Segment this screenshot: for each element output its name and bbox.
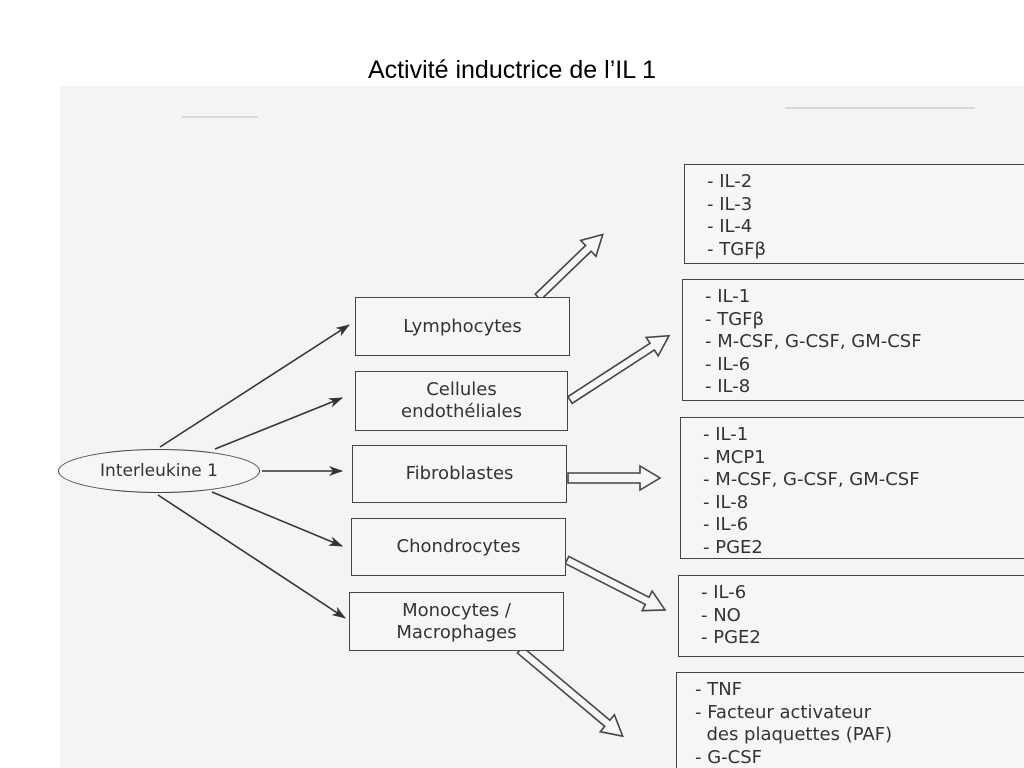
cell-box-chondrocytes: Chondrocytes	[351, 518, 566, 576]
product-item: - IL-6	[705, 353, 751, 375]
product-item: - M-CSF, G-CSF, GM-CSF	[703, 469, 920, 490]
arrow-to-monocytes	[157, 494, 346, 619]
cell-label-line: endothéliales	[401, 401, 522, 422]
cell-box-monocytes: Monocytes / Macrophages	[349, 592, 564, 651]
product-list-chondrocytes: - IL-6 - NO - PGE2	[678, 575, 1024, 657]
hollow-arrow-monocytes	[516, 645, 624, 738]
slide-title: Activité inductrice de l’IL 1	[367, 56, 657, 84]
cell-box-fibroblasts: Fibroblastes	[352, 445, 567, 503]
product-item: - PGE2	[701, 627, 761, 648]
product-item: - Facteur activateur	[695, 701, 872, 723]
hollow-arrow-chondrocytes	[564, 555, 667, 612]
product-item: - TNF	[695, 679, 743, 700]
product-item: - TGFβ	[705, 308, 765, 330]
cell-label-line: Chondrocytes	[396, 536, 521, 557]
product-item: - IL-1	[705, 286, 751, 307]
hollow-arrow-lymphocytes	[534, 233, 604, 302]
product-item: - TGFβ	[707, 238, 767, 260]
product-item: - IL-1	[703, 424, 749, 445]
interleukine-1-node: Interleukine 1	[58, 449, 260, 493]
product-item: - IL-8	[705, 376, 751, 397]
product-list-endothelial: - IL-1 - TGFβ - M-CSF, G-CSF, GM-CSF - I…	[682, 279, 1024, 401]
product-item: - IL-6	[703, 514, 749, 535]
product-item: - IL-6	[701, 582, 747, 603]
product-item: - MCP1	[703, 446, 766, 468]
product-list-fibroblasts: - IL-1 - MCP1 - M-CSF, G-CSF, GM-CSF - I…	[680, 417, 1024, 559]
product-list-monocytes: - TNF - Facteur activateur des plaquette…	[676, 672, 1024, 768]
hollow-arrow-endothelial	[566, 334, 671, 405]
cell-box-endothelial: Cellules endothéliales	[355, 371, 568, 431]
product-item: - IL-2	[707, 171, 753, 192]
arrow-to-chondrocytes	[211, 491, 343, 547]
product-item: - IL-3	[707, 193, 753, 215]
interleukine-1-label: Interleukine 1	[100, 461, 218, 481]
arrow-to-endothelial	[214, 397, 343, 450]
product-item: - PGE2	[703, 536, 763, 558]
cell-label-line: Fibroblastes	[405, 463, 514, 484]
cell-label-line: Lymphocytes	[403, 315, 522, 337]
product-item: des plaquettes (PAF)	[695, 724, 893, 745]
product-item: - M-CSF, G-CSF, GM-CSF	[705, 331, 922, 352]
product-item: - IL-4	[707, 216, 753, 237]
cell-box-lymphocytes: Lymphocytes	[355, 297, 570, 356]
product-item: - NO	[701, 604, 741, 626]
arrow-to-lymphocytes	[159, 324, 350, 448]
product-item: - IL-8	[703, 491, 749, 513]
cell-label-line: Cellules	[426, 379, 497, 400]
hollow-arrow-fibroblasts	[567, 464, 662, 492]
cell-label-line: Monocytes /	[402, 599, 511, 621]
product-list-lymphocytes: - IL-2 - IL-3 - IL-4 - TGFβ	[684, 164, 1024, 264]
product-item: - G-CSF	[695, 746, 763, 768]
cell-label-line: Macrophages	[396, 621, 517, 643]
